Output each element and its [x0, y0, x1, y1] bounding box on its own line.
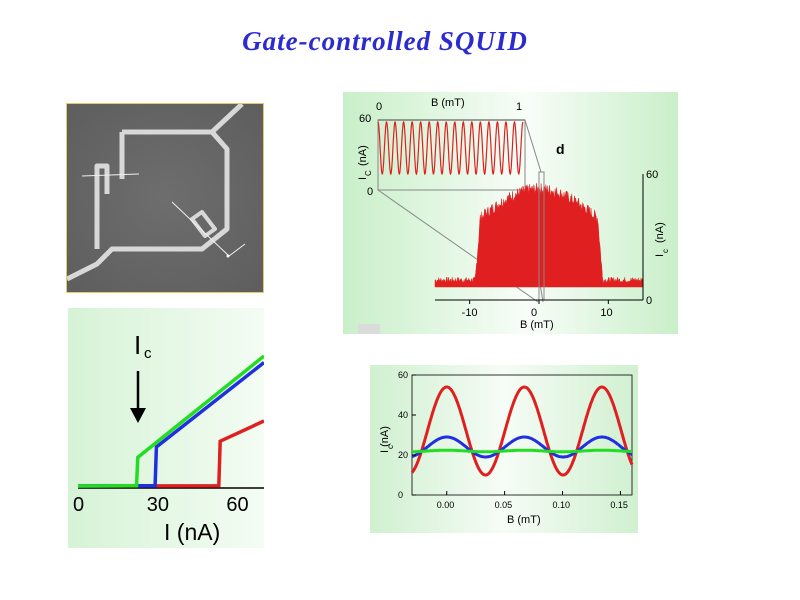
main-xtick-label: 10 — [600, 307, 612, 319]
main-xlabel: B (mT) — [520, 319, 554, 331]
field-dependence-panel: 0 1 B (mT) 60 0 I C (nA) d -10 0 10 B (mT)… — [343, 92, 678, 334]
svg-text:c: c — [661, 249, 670, 253]
inset-ylabel: I C (nA) — [357, 145, 373, 180]
svg-text:(nA): (nA) — [654, 222, 666, 243]
inset-ytick-1: 0 — [367, 186, 373, 198]
ic-label: I — [134, 330, 141, 360]
panel-letter-d: d — [556, 141, 565, 157]
iv-xlabel: I (nA) — [164, 519, 220, 545]
inset-oscillation-line — [377, 120, 524, 176]
bottom-xtick-label: 0.05 — [495, 500, 513, 510]
ic-series-line — [411, 435, 633, 459]
main-ytick-1: 0 — [646, 295, 652, 307]
svg-text:I: I — [654, 254, 666, 257]
iv-xtick: 0 — [73, 494, 84, 516]
iv-curves-panel: I c 0 30 60 I (nA) — [68, 308, 266, 548]
ic-series-line — [411, 448, 632, 454]
main-xtick-label: 0 — [531, 307, 537, 319]
ic-label-sub: c — [144, 345, 152, 362]
corner-mark — [358, 324, 380, 334]
bottom-xlabel: B (mT) — [507, 514, 541, 526]
sem-image — [65, 102, 263, 292]
ic-b-chart: 0.00 0.05 0.10 0.15 0 20 40 60 B (mT) I (nA) c — [370, 365, 638, 533]
bottom-ytick-label: 40 — [398, 410, 408, 420]
sem-micrograph — [65, 102, 264, 293]
svg-text:C: C — [364, 170, 373, 176]
bottom-xtick-label: 0.10 — [553, 500, 571, 510]
field-chart: 0 1 B (mT) 60 0 I C (nA) d -10 0 10 B (mT)… — [343, 92, 678, 334]
inset-xlabel: B (mT) — [431, 97, 465, 109]
main-ylabel: I c (nA) — [654, 222, 670, 257]
ic-series-line — [410, 385, 634, 477]
svg-text:I (nA): I (nA) — [379, 426, 391, 453]
iv-chart: I c 0 30 60 I (nA) — [68, 308, 266, 548]
iv-xtick: 60 — [226, 494, 248, 516]
ic-vs-b-panel: 0.00 0.05 0.10 0.15 0 20 40 60 B (mT) I (nA) c — [370, 365, 638, 533]
main-xtick-label: -10 — [462, 307, 478, 319]
bottom-xtick-label: 0.00 — [437, 500, 455, 510]
main-ytick-0: 60 — [646, 169, 658, 181]
svg-text:c: c — [386, 445, 395, 449]
bottom-ylabel: I (nA) c — [379, 426, 395, 453]
inset-ytick-0: 60 — [359, 113, 371, 125]
iv-xtick: 30 — [147, 494, 169, 516]
svg-text:(nA): (nA) — [357, 145, 369, 166]
plot-frame — [411, 374, 633, 496]
bottom-ytick-label: 0 — [398, 490, 403, 500]
bottom-ytick-label: 60 — [398, 370, 408, 380]
iv-series-line — [77, 354, 266, 488]
ic-arrow-head — [130, 408, 146, 423]
inset-xtick-0: 0 — [376, 101, 382, 113]
squid-loop — [65, 102, 244, 282]
slide-title: Gate-controlled SQUID — [242, 26, 528, 56]
bottom-xtick-label: 0.15 — [610, 500, 628, 510]
bottom-ytick-label: 20 — [398, 450, 408, 460]
svg-text:I: I — [357, 177, 369, 180]
gate-wires — [81, 173, 246, 257]
inset-xtick-1: 1 — [516, 101, 522, 113]
